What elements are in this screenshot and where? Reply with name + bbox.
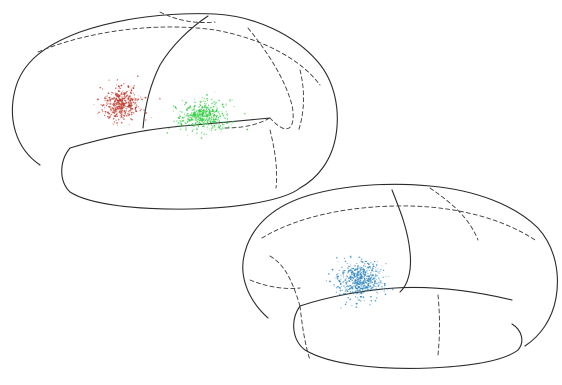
blue-activation-cluster bbox=[326, 256, 394, 309]
green-activation-cluster bbox=[167, 92, 249, 139]
top-lobe-boundary-6 bbox=[225, 118, 270, 128]
top-lobe-boundary-3 bbox=[298, 70, 304, 132]
top-sylvian-fissure bbox=[70, 118, 270, 148]
top-lobe-boundary-4 bbox=[270, 130, 277, 188]
top-lobe-boundary-1 bbox=[38, 27, 320, 85]
top-lobe-boundary-2 bbox=[248, 28, 293, 129]
bottom-lobe-boundary-4 bbox=[438, 295, 440, 355]
bottom-brain-outline bbox=[243, 184, 558, 346]
red-activation-cluster bbox=[93, 75, 160, 125]
bottom-lobe-boundary-1 bbox=[262, 206, 535, 240]
bottom-sylvian-fissure bbox=[300, 288, 512, 307]
bottom-lobe-boundary-3 bbox=[270, 256, 300, 306]
top-brain-outline bbox=[12, 14, 337, 188]
top-temporal-lobe bbox=[62, 148, 300, 209]
top-brain bbox=[12, 12, 337, 209]
bottom-lobe-boundary-5 bbox=[430, 188, 478, 240]
bottom-brain bbox=[243, 184, 558, 368]
bottom-central-sulcus bbox=[392, 190, 411, 292]
bottom-temporal-lobe bbox=[294, 306, 522, 368]
